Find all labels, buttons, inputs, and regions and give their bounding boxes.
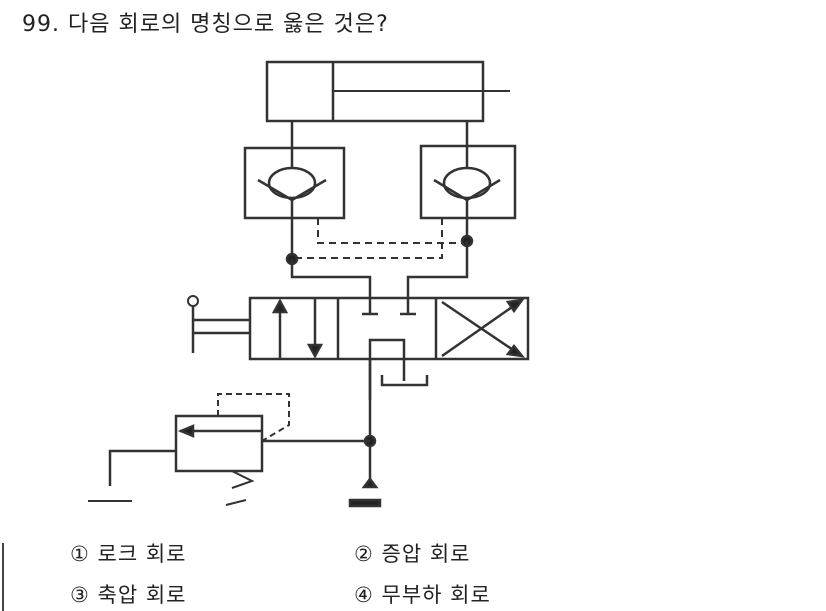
choice-marker: ③ [70,583,90,607]
pilot-check-valve-left-icon [243,146,346,258]
question-text: 다음 회로의 명칭으로 옳은 것은? [68,12,389,37]
pump-icon [348,476,382,508]
relief-valve-icon [88,393,290,506]
manual-lever-icon [187,295,250,353]
choice-4[interactable]: ④ 무부하 회로 [354,579,491,609]
choice-2[interactable]: ② 증압 회로 [354,538,470,568]
choice-marker: ② [354,542,374,566]
margin-line [2,543,4,611]
choice-marker: ① [70,542,90,566]
tank-icon [380,375,429,387]
choice-1[interactable]: ① 로크 회로 [70,538,186,568]
choice-marker: ④ [354,583,374,607]
choice-3[interactable]: ③ 축압 회로 [70,579,186,609]
choice-label: 증압 회로 [381,542,471,566]
directional-valve-icon [248,296,530,400]
pilot-check-valve-right-icon [419,144,517,240]
cylinder-icon [265,60,510,123]
question-number: 99. [22,12,60,37]
choice-label: 축압 회로 [97,583,187,607]
choice-label: 로크 회로 [97,542,187,566]
choice-label: 무부하 회로 [381,583,491,607]
question-stem: 99. 다음 회로의 명칭으로 옳은 것은? [22,6,389,38]
